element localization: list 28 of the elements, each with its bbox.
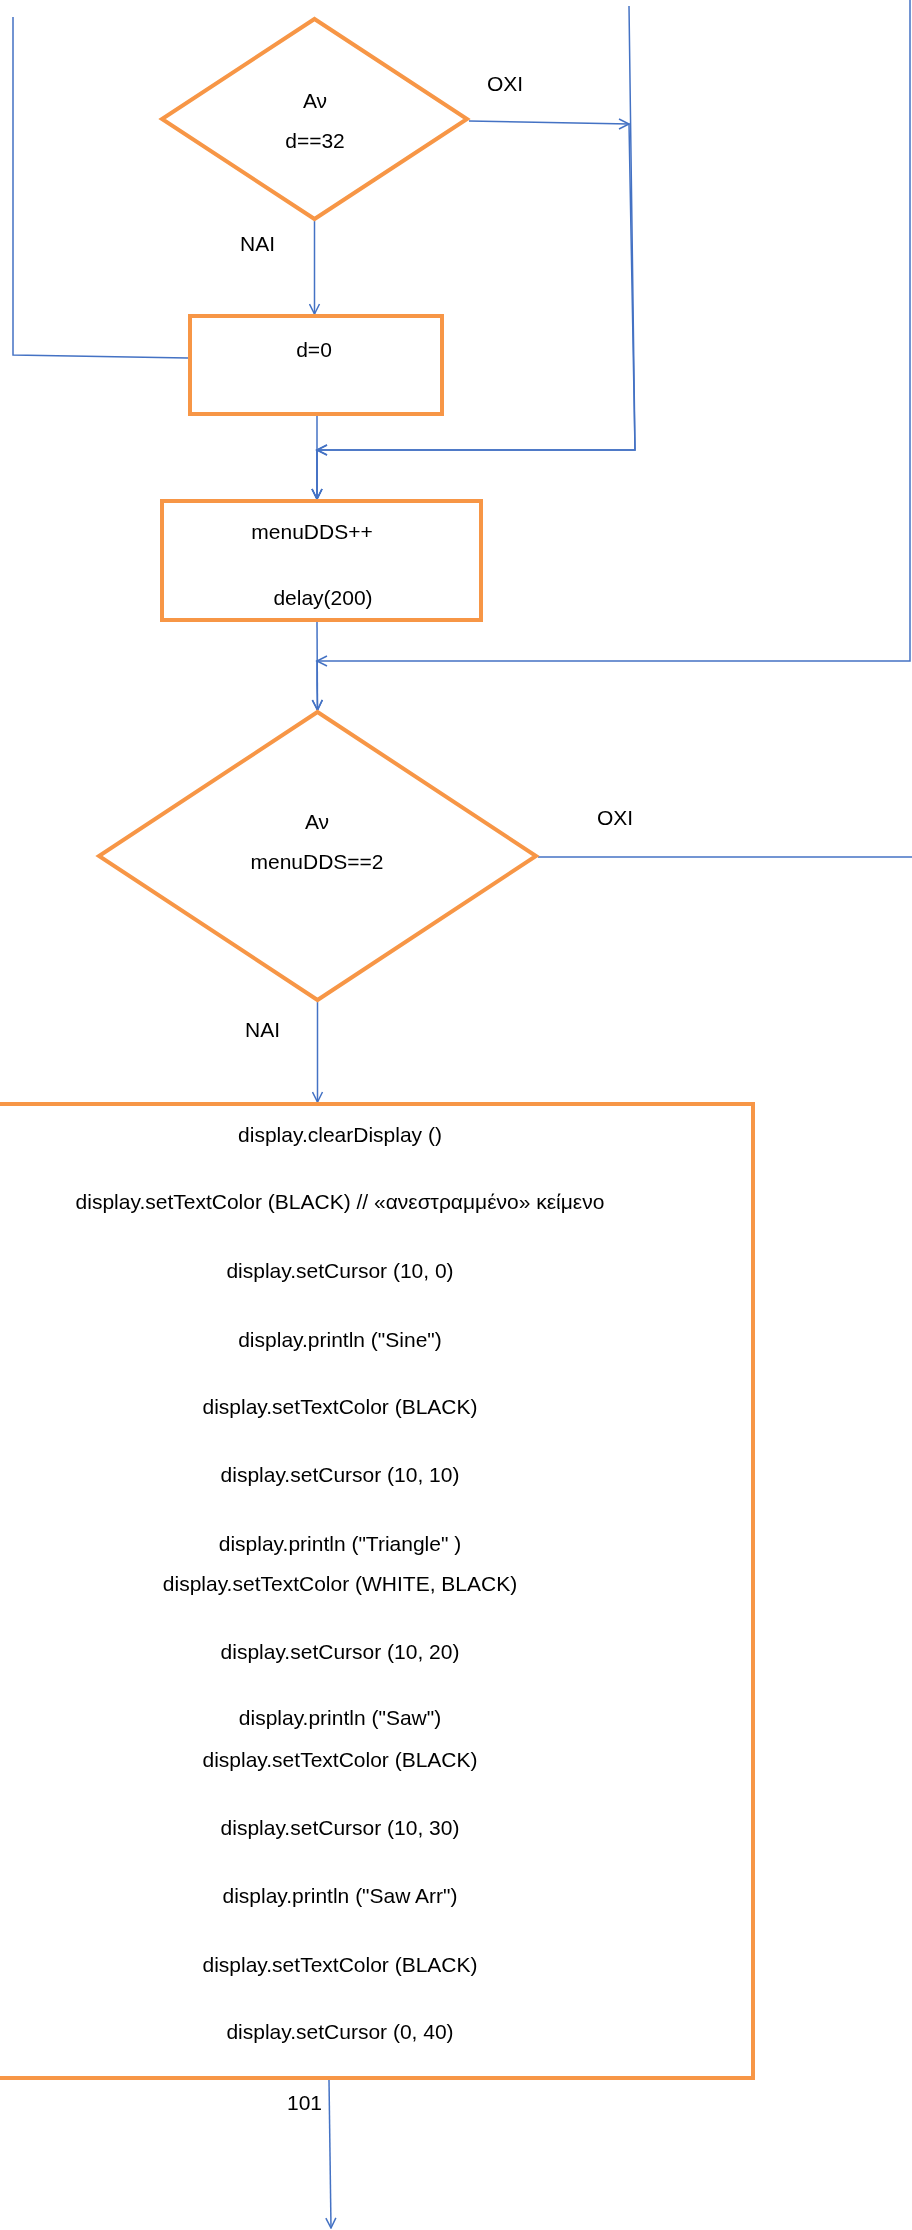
code-text: delay(200): [273, 586, 373, 610]
condition-text: Αν: [304, 810, 330, 834]
condition-text: Αν: [302, 89, 328, 113]
code-text: display.setCursor (10, 20): [220, 1640, 460, 1664]
code-text: display.setTextColor (BLACK) // «ανεστραμμένο» κείμενο: [75, 1190, 605, 1214]
code-text: display.println ("Triangle" ): [218, 1532, 462, 1556]
code-text: display.setCursor (10, 30): [220, 1816, 460, 1840]
code-text: display.setTextColor (WHITE, BLACK): [162, 1572, 518, 1596]
code-text: display.println ("Saw"): [238, 1706, 442, 1730]
code-text: menuDDS++: [251, 520, 373, 544]
code-text: display.setTextColor (BLACK): [202, 1395, 478, 1419]
condition-text: menuDDS==2: [250, 850, 384, 874]
code-text: display.setCursor (0, 40): [226, 2020, 454, 2044]
code-text: display.setCursor (10, 0): [226, 1259, 454, 1283]
code-text: display.setCursor (10, 10): [220, 1463, 460, 1487]
code-text: display.clearDisplay (): [238, 1123, 442, 1147]
condition-text: d==32: [285, 129, 345, 153]
code-text: display.setTextColor (BLACK): [202, 1748, 478, 1772]
note-text: 101: [287, 2091, 323, 2115]
process-box: [188, 314, 444, 416]
process-box: [160, 499, 483, 622]
code-text: d=0: [296, 338, 332, 362]
code-text: display.println ("Sine"): [238, 1328, 442, 1352]
code-text: display.println ("Saw Arr"): [222, 1884, 458, 1908]
code-text: display.setTextColor (BLACK): [202, 1953, 478, 1977]
decision-diamond: [97, 710, 538, 1002]
decision-diamond: [160, 17, 469, 221]
process-box: [0, 1102, 755, 2080]
